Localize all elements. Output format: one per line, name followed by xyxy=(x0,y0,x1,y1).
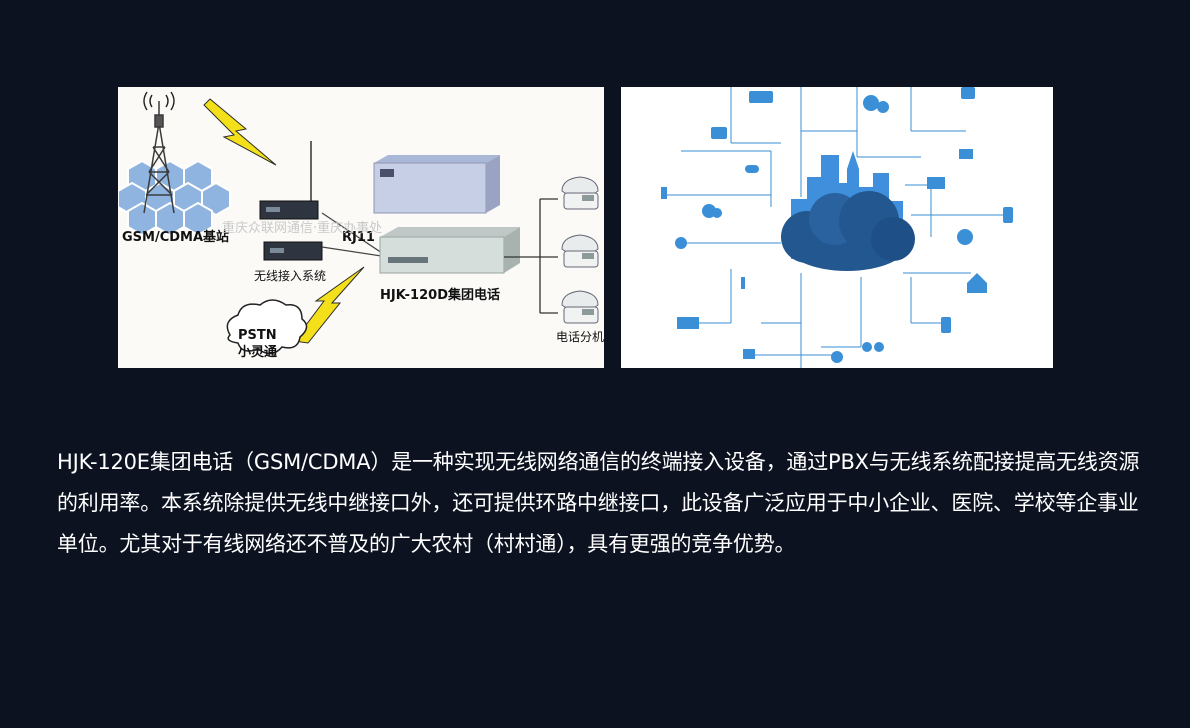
connection-lines xyxy=(321,212,389,258)
phone-icon xyxy=(1003,207,1013,223)
pstn-cloud-icon xyxy=(226,299,308,355)
telephone-icon xyxy=(561,176,599,210)
network-lines xyxy=(661,87,1011,368)
cloud-icon xyxy=(781,191,915,271)
phone-label: 电话分机 xyxy=(556,330,604,344)
chat-icon xyxy=(863,95,879,111)
mail-icon xyxy=(959,149,973,159)
pbx-label: HJK-120D集团电话 xyxy=(380,287,500,303)
telephone-icon xyxy=(561,290,599,324)
bike-icon xyxy=(874,342,884,352)
robot-icon xyxy=(743,349,755,359)
cloud-network-svg xyxy=(661,87,1013,368)
laptop-icon xyxy=(927,177,945,189)
telephone-icon xyxy=(561,234,599,268)
cell-tower-icon xyxy=(143,101,175,214)
pills-icon xyxy=(745,165,759,173)
xiaolingtong-label: 小灵通 xyxy=(238,344,277,360)
people-icon xyxy=(712,208,722,218)
bike-icon xyxy=(862,342,872,352)
hexagon-cluster-icon xyxy=(118,159,231,237)
chat-icon xyxy=(877,101,889,113)
home-icon xyxy=(967,273,987,293)
headphones-icon xyxy=(957,229,973,245)
network-diagram: GSM/CDMA基站 无线接入系统 RJ11 重 xyxy=(118,87,604,368)
watermark-text: 重庆众联网通信·重庆办事处 xyxy=(222,220,382,236)
signal-waves-icon xyxy=(143,91,175,111)
pstn-label: PSTN xyxy=(238,328,277,343)
wireless-access-device xyxy=(259,141,323,261)
location-pin-icon xyxy=(675,237,687,249)
lightning-icon xyxy=(203,98,277,166)
music-icon xyxy=(741,277,745,289)
rj11-label: RJ11 xyxy=(342,230,375,245)
network-diagram-svg: GSM/CDMA基站 无线接入系统 RJ11 重 xyxy=(118,91,604,360)
cloud-network-illustration xyxy=(621,87,1053,368)
card-icon xyxy=(661,187,667,199)
truck-icon xyxy=(677,317,699,329)
phone-bracket xyxy=(504,198,558,314)
tv-icon xyxy=(711,127,727,139)
wireless-label: 无线接入系统 xyxy=(254,268,326,283)
phone-icon xyxy=(941,317,951,333)
lightbulb-icon xyxy=(831,351,843,363)
lightning-icon xyxy=(293,266,365,344)
pbx-device xyxy=(373,155,520,274)
station-label: GSM/CDMA基站 xyxy=(122,229,229,245)
bus-icon xyxy=(749,91,773,103)
description-text: HJK-120E集团电话（GSM/CDMA）是一种实现无线网络通信的终端接入设备… xyxy=(57,450,1140,556)
bag-icon xyxy=(961,87,975,99)
